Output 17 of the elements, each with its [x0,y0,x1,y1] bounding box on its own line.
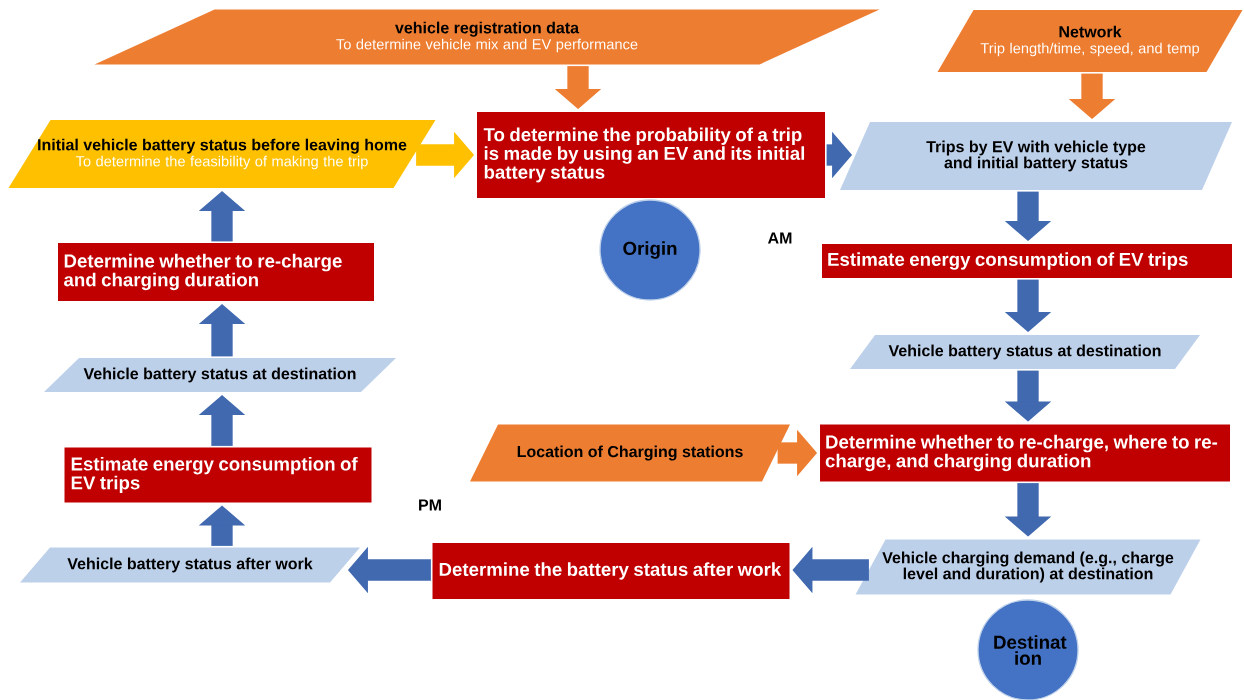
data-parallelogram: Vehicle battery status after work [20,547,360,583]
process-box: Determine the battery status after work [432,543,790,599]
data-parallelogram: Vehicle battery status at destination [44,358,396,392]
data-parallelogram: vehicle registration data To determine vehicle mix and EV performance [94,9,880,65]
process-box: Determine whether to re-charge, where to re-charge, and charging duration [820,424,1230,482]
process-box: Estimate energy consumption of EV trips [822,244,1232,278]
process-box: Estimate energy consumption of EV trips [64,447,372,503]
time-label: AM [767,232,792,244]
process-box: To determine the probability of a trip is made by using an EV and its initial battery status [477,112,825,198]
time-label: PM [419,499,441,511]
data-parallelogram: Vehicle charging demand (e.g., charge level and duration) at destination [855,539,1201,595]
data-parallelogram: Location of Charging stations [470,424,790,482]
process-box: Determine whether to re-charge and charging duration [58,243,374,301]
data-parallelogram: Vehicle battery status at destination [850,335,1200,369]
data-parallelogram: Network Trip length/time, speed, and temp [937,10,1243,72]
data-parallelogram: Trips by EV with vehicle type and initial battery status [840,122,1232,190]
data-parallelogram: Initial vehicle battery status before leaving home To determine the feasibility of making the trip [8,120,436,188]
